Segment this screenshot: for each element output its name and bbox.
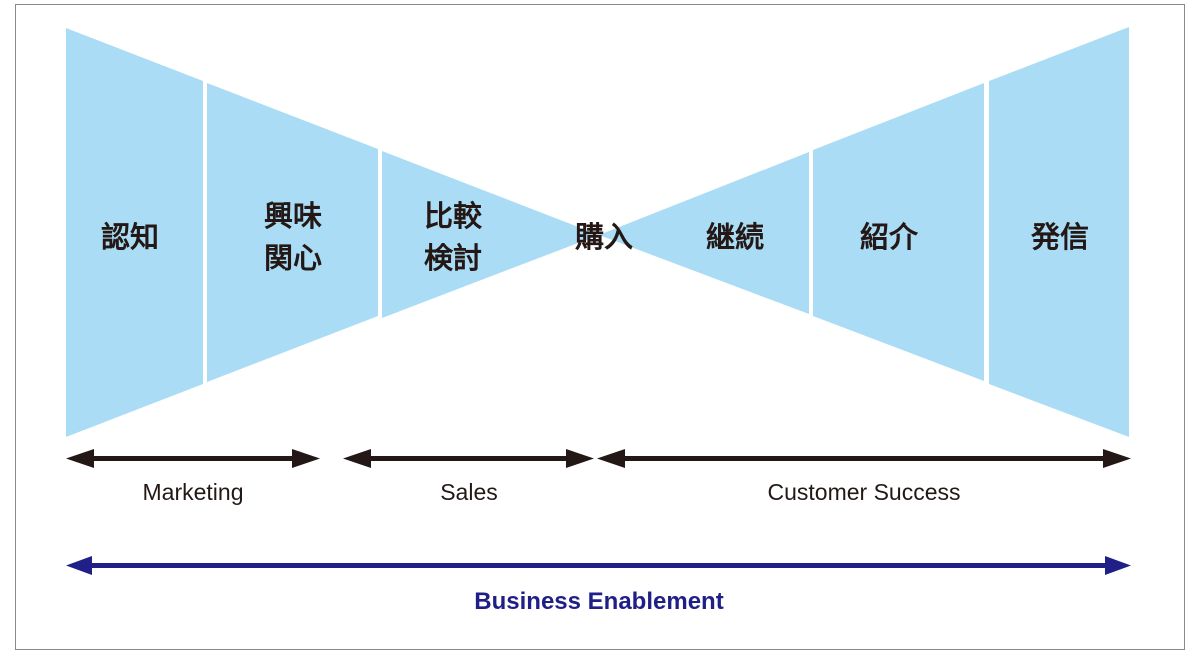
arrowhead-right — [1103, 449, 1131, 468]
team-label-sales: Sales — [440, 479, 498, 505]
business-enablement-label: Business Enablement — [474, 588, 723, 615]
arrowhead-right — [1105, 556, 1131, 575]
stage-label-consideration-1: 比較 — [424, 199, 483, 233]
team-label-marketing: Marketing — [143, 479, 244, 505]
arrowhead-left — [66, 556, 92, 575]
stage-label-referral: 紹介 — [860, 220, 919, 254]
team-label-customer-success: Customer Success — [767, 479, 960, 505]
stage-label-interest-1: 興味 — [264, 199, 322, 233]
stage-label-interest-2: 関心 — [264, 241, 322, 275]
arrow-business-enablement — [66, 556, 1131, 575]
arrowhead-left — [66, 449, 94, 468]
arrow-customer-success — [597, 449, 1131, 468]
segment-consideration — [382, 151, 599, 318]
stage-label-consideration-2: 検討 — [424, 241, 482, 275]
arrowhead-left — [343, 449, 371, 468]
stage-label-advocacy: 発信 — [1030, 220, 1089, 254]
arrowhead-right — [292, 449, 320, 468]
stage-label-retention: 継続 — [706, 220, 764, 254]
arrowhead-right — [566, 449, 594, 468]
stage-label-purchase: 購入 — [575, 220, 633, 254]
segment-referral — [813, 83, 984, 381]
segment-retention — [599, 152, 809, 314]
segment-interest — [207, 83, 378, 382]
segment-awareness — [66, 28, 203, 437]
stage-label-awareness: 認知 — [101, 220, 159, 254]
arrow-sales — [343, 449, 594, 468]
arrowhead-left — [597, 449, 625, 468]
segment-advocacy — [989, 27, 1129, 437]
arrow-marketing — [66, 449, 320, 468]
